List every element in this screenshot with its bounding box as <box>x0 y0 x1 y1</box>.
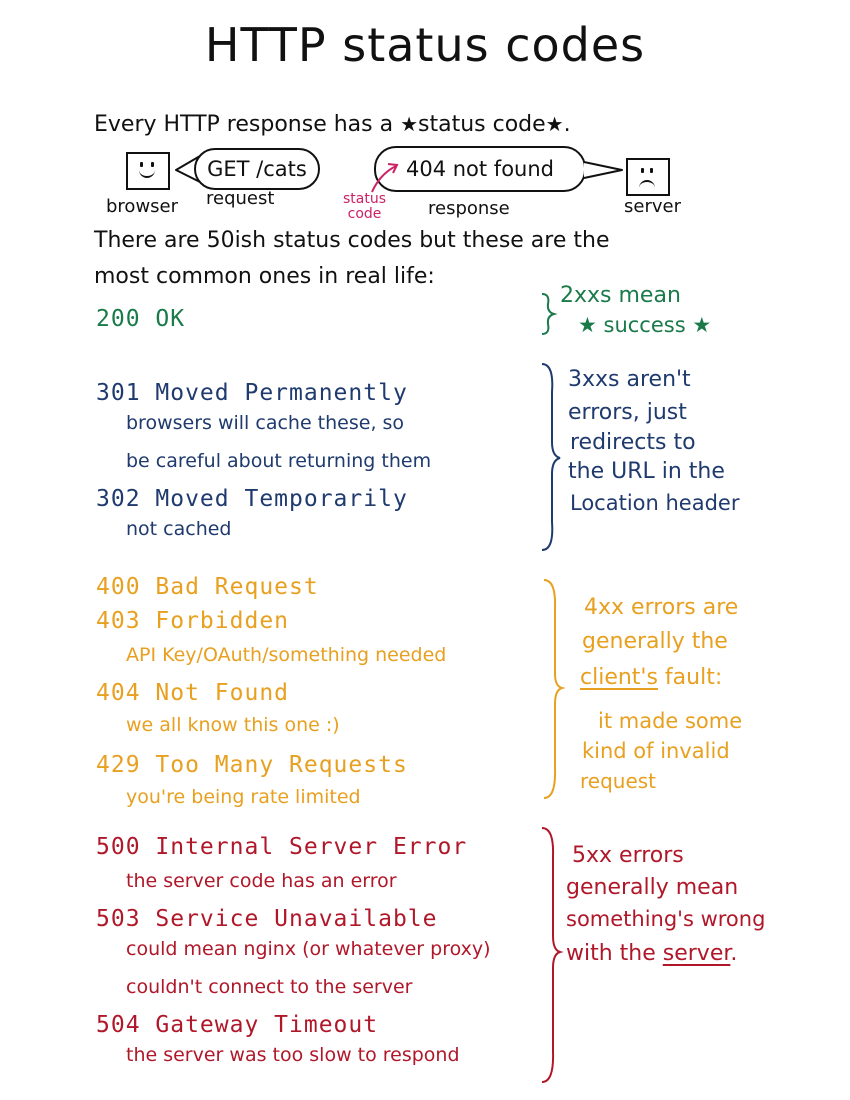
desc-429-line-1: you're being rate limited <box>126 786 361 808</box>
code-404: 404 Not Found <box>96 680 290 706</box>
response-bubble-tail-icon <box>583 161 623 179</box>
note-5xx-line-1: 5xx errors <box>572 843 684 868</box>
brace-5xx <box>541 827 564 1083</box>
brace-4xx <box>543 579 566 799</box>
paragraph-line-1: There are 50ish status codes but these a… <box>94 228 610 253</box>
star-icon: ★ <box>400 112 419 136</box>
intro-line: Every HTTP response has a ★status code★. <box>94 112 571 137</box>
note-5xx-period: . <box>730 941 738 966</box>
desc-404-line-1: we all know this one :) <box>126 714 340 736</box>
browser-label: browser <box>106 196 179 217</box>
status-code-label-text: status code <box>343 191 387 222</box>
code-500: 500 Internal Server Error <box>96 834 468 860</box>
desc-500-line-1: the server code has an error <box>126 870 397 892</box>
note-4xx-line-6: request <box>580 769 657 793</box>
note-3xx-line-4: the URL in the <box>568 459 725 484</box>
star-icon: ★ <box>545 112 564 136</box>
note-5xx-server-underlined: server <box>662 941 731 966</box>
response-bubble: 404 not found <box>374 146 586 192</box>
desc-403-line-1: API Key/OAuth/something needed <box>126 644 447 666</box>
note-4xx-client-underlined: client's <box>580 665 658 690</box>
note-4xx-line-2: generally the <box>582 629 728 654</box>
note-4xx-line-5: kind of invalid <box>582 739 730 763</box>
desc-302-line-1: not cached <box>126 518 232 540</box>
desc-301-line-1: browsers will cache these, so <box>126 412 405 434</box>
note-3xx-line-1: 3xxs aren't <box>568 367 691 392</box>
desc-504-line-1: the server was too slow to respond <box>126 1044 460 1066</box>
desc-503-line-1: could mean nginx (or whatever proxy) <box>126 938 491 960</box>
intro-text-before: Every HTTP response has a <box>94 112 401 137</box>
brace-3xx <box>541 363 561 551</box>
note-5xx-with-the: with the <box>566 941 663 966</box>
note-2xx-line-1: 2xxs mean <box>560 283 681 308</box>
request-label: request <box>206 188 275 209</box>
note-3xx-line-2: errors, just <box>568 400 687 425</box>
note-2xx-line-2: ★ success ★ <box>578 313 712 337</box>
note-5xx-line-4: with the server. <box>566 938 737 969</box>
code-503: 503 Service Unavailable <box>96 906 438 932</box>
note-5xx-line-2: generally mean <box>566 875 739 900</box>
note-3xx-line-5: Location header <box>570 491 740 515</box>
note-4xx-line-3: client's fault: <box>580 662 722 693</box>
code-429: 429 Too Many Requests <box>96 752 408 778</box>
note-4xx-line-1: 4xx errors are <box>584 595 739 620</box>
intro-term: status code <box>418 112 546 137</box>
response-label: response <box>428 198 510 219</box>
server-frown-icon <box>626 158 670 196</box>
code-200: 200 OK <box>96 306 186 332</box>
request-bubble: GET /cats <box>194 148 320 190</box>
code-403: 403 Forbidden <box>96 608 290 634</box>
paragraph-line-2: most common ones in real life: <box>94 264 435 289</box>
code-302: 302 Moved Temporarily <box>96 486 408 512</box>
code-504: 504 Gateway Timeout <box>96 1012 379 1038</box>
desc-503-line-2: couldn't connect to the server <box>126 976 413 998</box>
note-4xx-line-4: it made some <box>598 709 743 733</box>
intro-text-after: . <box>563 112 571 137</box>
page-title: HTTP status codes <box>204 18 646 72</box>
note-5xx-line-3: something's wrong <box>566 907 766 931</box>
status-code-label: status code <box>343 192 386 222</box>
code-400: 400 Bad Request <box>96 574 319 600</box>
brace-2xx <box>541 293 558 335</box>
server-label: server <box>624 196 681 217</box>
desc-301-line-2: be careful about returning them <box>126 450 432 472</box>
note-4xx-fault: fault: <box>657 665 723 690</box>
browser-smiley-icon <box>126 152 170 190</box>
code-301: 301 Moved Permanently <box>96 380 408 406</box>
status-code-arrow-icon <box>371 163 399 193</box>
note-3xx-line-3: redirects to <box>570 430 696 455</box>
